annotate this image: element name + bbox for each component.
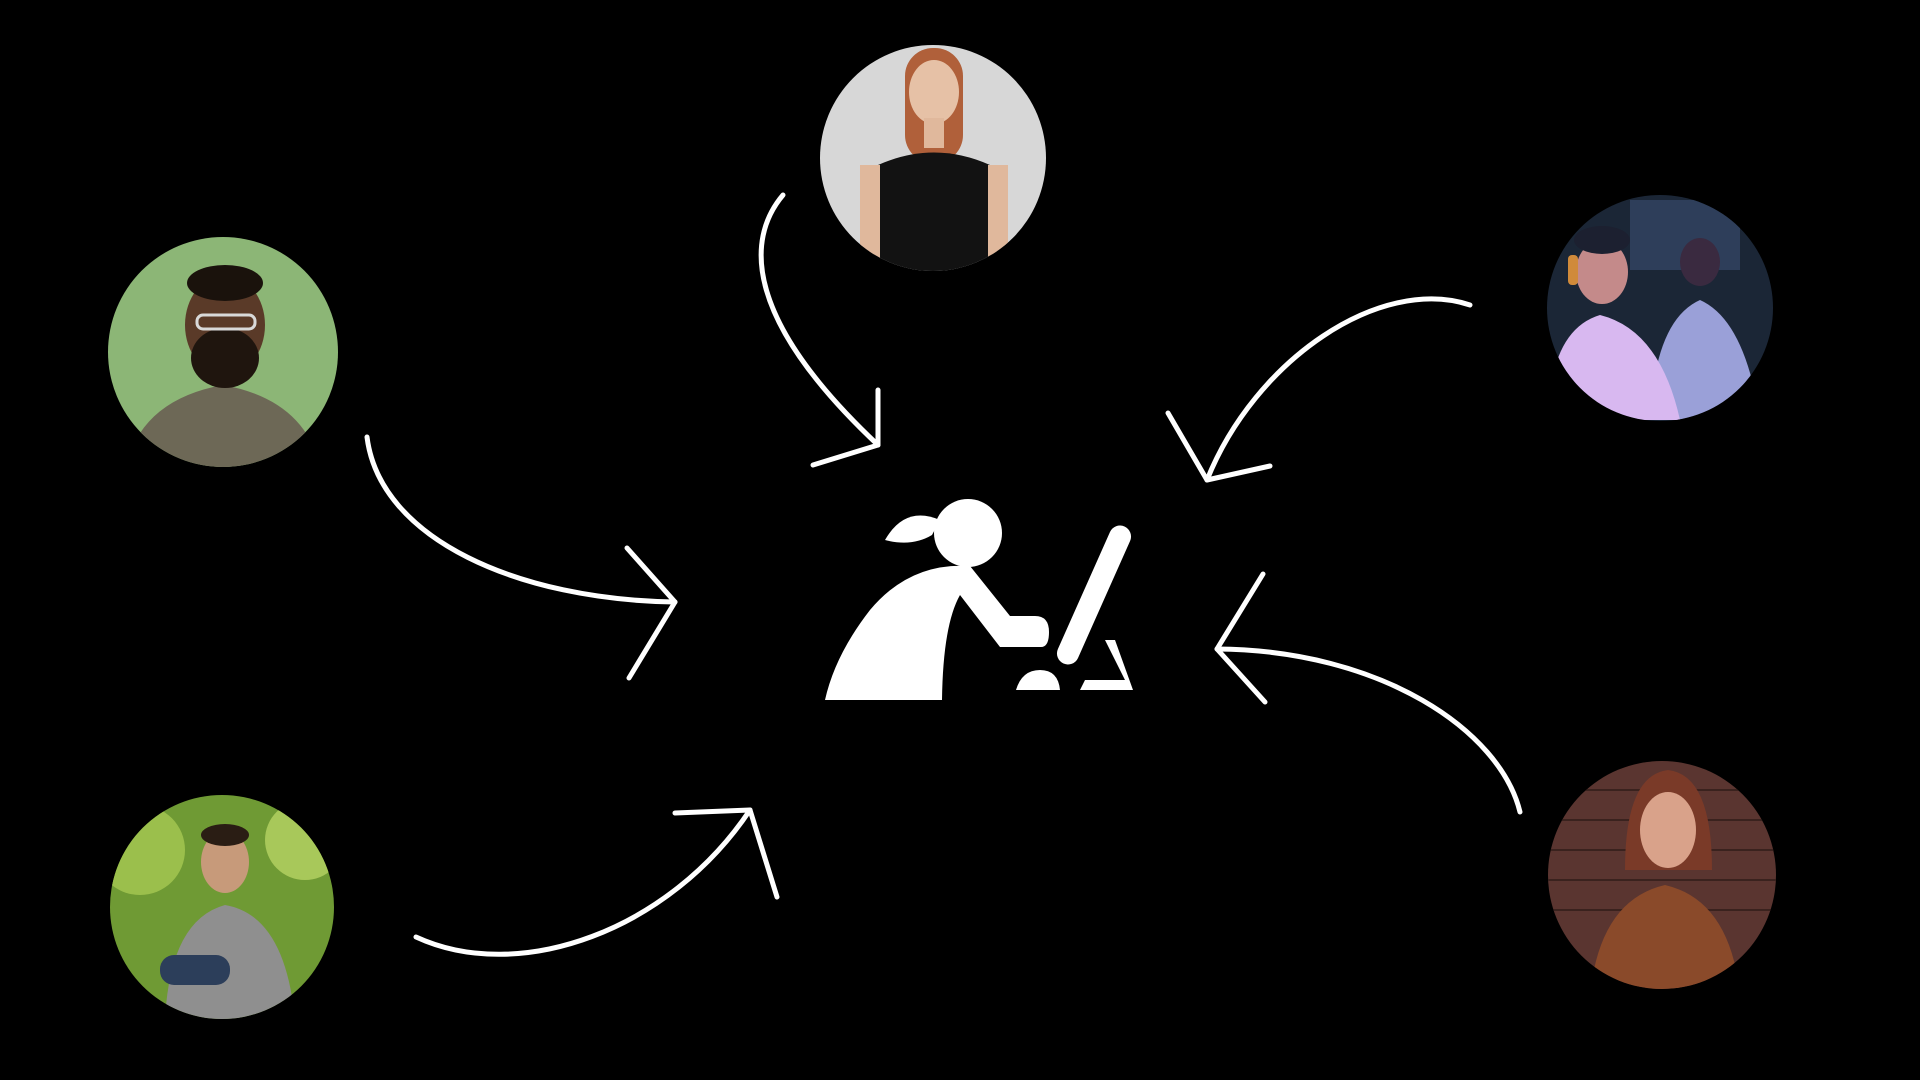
arrowhead [810,387,881,468]
portrait-jacket [1590,885,1740,989]
person-at-computer-icon [825,499,1133,700]
portrait-left-man-glasses [108,237,338,467]
portrait-hair [1574,226,1630,254]
portrait-knee [160,955,230,985]
portrait-face [1640,792,1696,868]
arrow-from-bottom-left-man [413,807,780,957]
arrow-from-bottom-right-woman [1214,571,1523,815]
arrowhead [624,545,678,681]
arrow-curve [758,192,881,448]
portrait-top-woman [820,45,1046,271]
icon-mouse [1016,670,1060,690]
arrowhead [1214,571,1268,705]
portrait-bottom-right-woman [1548,761,1776,989]
portrait-hair [187,265,263,301]
portrait-right-gamers [1547,195,1773,421]
portrait-second-person [1650,300,1760,420]
portrait-second-head [1680,238,1720,286]
arrow-from-right-gamers [1165,296,1473,483]
arrowhead [672,807,780,900]
portrait-face [909,60,959,124]
arrow-from-top-woman [758,192,881,468]
arrow-curve [364,434,678,605]
portrait-foliage [265,800,334,880]
arrow-from-left-man [364,434,678,681]
arrow-curve [1204,296,1473,483]
portrait-hair [201,824,249,846]
portrait-arm-left [860,165,880,271]
portrait-neck [924,118,944,148]
portrait-face [201,831,249,893]
portrait-top [858,152,1010,271]
icon-head [934,499,1002,567]
portrait-glasses [195,313,257,331]
portrait-beard [191,328,259,388]
arrowhead [1165,410,1273,483]
portrait-foliage [110,805,185,895]
portrait-bottom-left-man [110,795,334,1019]
portrait-face [1576,240,1628,304]
arrow-curve [413,807,753,957]
portrait-headphones [1568,255,1578,285]
icon-ponytail [885,515,940,543]
portrait-shirt [165,905,295,1019]
icon-monitor [1056,525,1132,665]
portrait-shirt [125,385,321,467]
icon-monitor-stand [1080,640,1133,690]
arrow-curve [1214,646,1523,815]
portrait-arm-right [988,165,1008,271]
icon-body [825,565,1049,700]
